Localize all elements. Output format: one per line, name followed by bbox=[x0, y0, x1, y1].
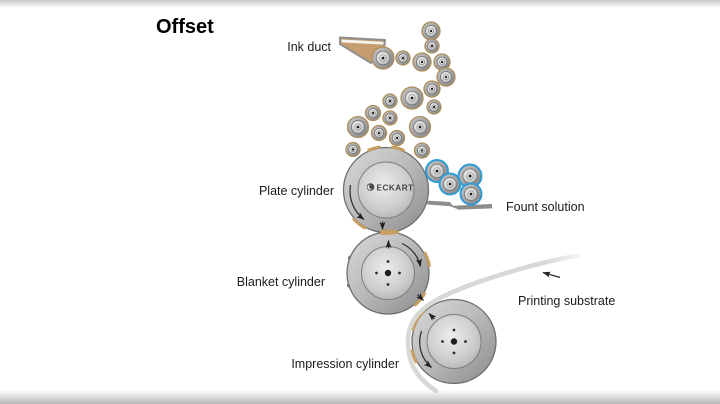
blanket-tan-segment-top bbox=[344, 229, 432, 317]
label-printing-substrate: Printing substrate bbox=[518, 294, 615, 308]
arrows bbox=[349, 184, 561, 368]
ink-roller bbox=[426, 99, 442, 115]
fount-roller-group bbox=[425, 159, 483, 206]
fount-roller bbox=[438, 172, 462, 196]
blanket-tan-segments bbox=[344, 229, 432, 317]
blanket-gripper-notches bbox=[345, 230, 431, 316]
hub-bolt bbox=[398, 271, 401, 275]
label-fount-solution: Fount solution bbox=[506, 200, 585, 214]
ink-roller bbox=[413, 142, 431, 159]
label-impression-cylinder: Impression cylinder bbox=[291, 357, 399, 371]
hub-dot bbox=[450, 338, 458, 345]
ink-level bbox=[341, 39, 384, 45]
label-ink-duct: Ink duct bbox=[287, 40, 331, 54]
plate-rotation-arrow bbox=[349, 184, 365, 220]
ink-roller bbox=[408, 115, 432, 139]
ink-roller bbox=[395, 50, 411, 66]
hub-bolt bbox=[452, 328, 456, 332]
blanket-impression-nip-arrow bbox=[416, 293, 424, 301]
hub-bolt bbox=[386, 260, 390, 263]
hub-bolt bbox=[464, 340, 467, 343]
ink-roller bbox=[382, 93, 398, 109]
plate-cylinder bbox=[342, 146, 430, 234]
eckart-logo-text: ECKART bbox=[377, 184, 414, 193]
eckart-logo: ECKART bbox=[366, 183, 414, 193]
blanket-rotation-arrow bbox=[401, 242, 422, 267]
fount-roller bbox=[459, 182, 483, 206]
ink-roller bbox=[345, 141, 361, 158]
hub-bolt bbox=[375, 271, 378, 275]
ink-roller bbox=[400, 86, 424, 110]
ink-roller bbox=[370, 124, 388, 142]
eckart-logo-core bbox=[369, 184, 374, 189]
fount-roller bbox=[457, 163, 483, 189]
ink-roller bbox=[412, 52, 432, 72]
hub-dot bbox=[384, 269, 392, 277]
label-blanket-cylinder: Blanket cylinder bbox=[237, 275, 325, 289]
ink-roller bbox=[388, 129, 406, 147]
ink-roller bbox=[433, 53, 451, 71]
ink-roller bbox=[346, 115, 370, 139]
ink-roller-train bbox=[345, 21, 456, 159]
printing-substrate-web bbox=[405, 253, 581, 394]
label-plate-cylinder: Plate cylinder bbox=[259, 184, 334, 198]
ink-roller bbox=[436, 67, 456, 87]
impression-blanket-nip-arrow bbox=[428, 313, 437, 321]
hub-bolt bbox=[386, 283, 390, 286]
ink-roller bbox=[382, 110, 398, 126]
ink-roller bbox=[421, 21, 441, 41]
hub-bolt bbox=[452, 351, 456, 355]
plate-tan-segments-top bbox=[341, 145, 431, 235]
blanket-cylinder bbox=[346, 231, 430, 315]
page-title: Offset bbox=[156, 16, 214, 38]
impression-rotation-arrow bbox=[419, 330, 432, 368]
ink-roller bbox=[423, 80, 441, 98]
hub-bolt bbox=[441, 340, 444, 343]
fount-tray bbox=[427, 200, 492, 210]
impression-tan-segments bbox=[409, 297, 499, 386]
ink-roller bbox=[371, 46, 395, 70]
ink-roller bbox=[364, 104, 382, 122]
substrate-feed-arrow bbox=[542, 271, 561, 279]
ink-roller bbox=[424, 38, 440, 54]
cylinder-contact-segments bbox=[341, 145, 499, 386]
